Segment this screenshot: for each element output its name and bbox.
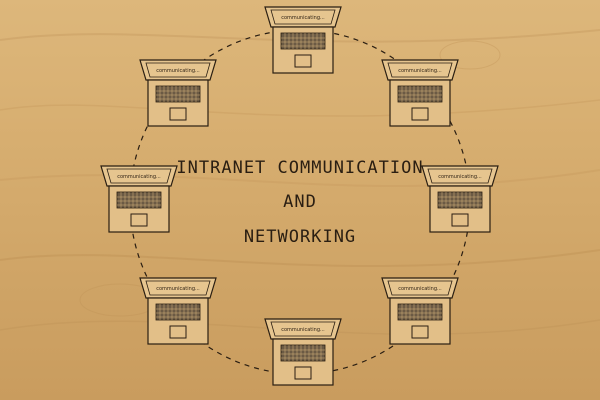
laptop-icon: communicating... [139,59,217,127]
title-line-2: AND [283,192,317,212]
laptop-icon: communicating... [381,59,459,127]
laptop-screen-text: communicating... [281,327,325,333]
laptop-screen-text: communicating... [398,68,442,74]
laptop-screen-text: communicating... [156,68,200,74]
laptop-screen-text: communicating... [398,286,442,292]
laptop-screen-text: communicating... [438,174,482,180]
title-line-1: INTRANET COMMUNICATION [176,158,424,178]
laptop-screen-text: communicating... [281,15,325,21]
laptop-icon: communicating... [264,6,342,74]
laptop-icon: communicating... [421,165,499,233]
laptop-icon: communicating... [100,165,178,233]
laptop-icon: communicating... [381,277,459,345]
laptop-screen-text: communicating... [156,286,200,292]
title-line-3: NETWORKING [243,227,357,247]
laptop-icon: communicating... [139,277,217,345]
laptop-icon: communicating... [264,318,342,386]
laptop-screen-text: communicating... [117,174,161,180]
